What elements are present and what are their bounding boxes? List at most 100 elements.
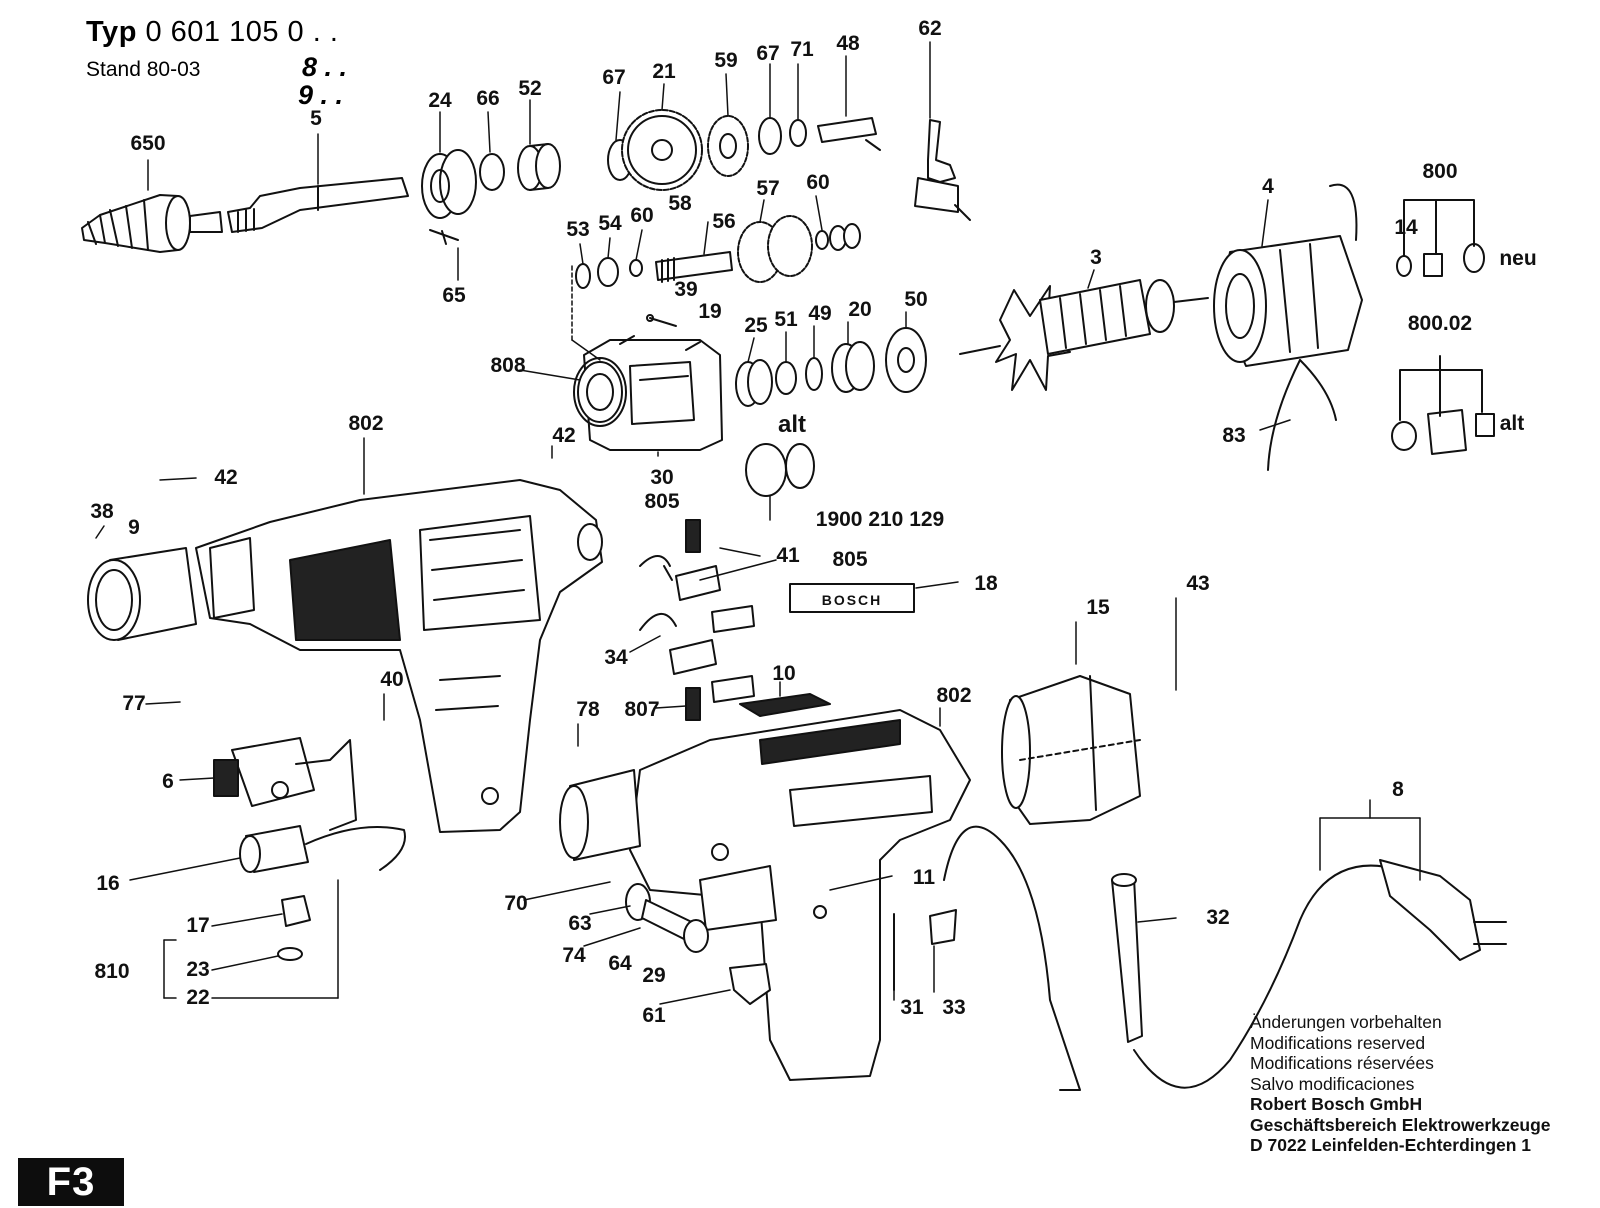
- sleeve-9: [87, 547, 197, 641]
- callout-62: 62: [918, 17, 941, 40]
- gear-59: [707, 115, 749, 177]
- callout-70: 70: [504, 892, 527, 915]
- washer-60a: [629, 259, 643, 277]
- note-german: Änderungen vorbehalten: [1250, 1012, 1442, 1032]
- callout-29: 29: [642, 964, 665, 987]
- chuck-part: [81, 194, 223, 253]
- callout-42b: 42: [214, 466, 237, 489]
- callout-57: 57: [756, 177, 779, 200]
- callout-800: 800: [1422, 160, 1457, 183]
- spindle-part: [227, 177, 459, 245]
- callout-60a: 60: [630, 204, 653, 227]
- callout-10: 10: [772, 662, 795, 685]
- callout-800.02: 800.02: [1408, 312, 1472, 335]
- typ-number: 0 601 105: [145, 16, 279, 48]
- brush-set-alt-800.02: [1391, 355, 1495, 455]
- callout-39: 39: [674, 278, 697, 301]
- washer-60b: [815, 230, 829, 250]
- callout-20: 20: [848, 298, 871, 321]
- motor-cover-15: [1001, 675, 1141, 825]
- callout-alt-right: alt: [1500, 412, 1525, 435]
- callout-38: 38: [90, 500, 114, 523]
- shaft-58-56: [655, 251, 733, 283]
- callout-alt-mid: alt: [778, 411, 806, 438]
- callout-53: 53: [566, 218, 589, 241]
- bearing-neu: [1463, 243, 1485, 273]
- callout-54: 54: [598, 212, 622, 235]
- callout-17: 17: [186, 914, 209, 937]
- callout-65: 65: [442, 284, 466, 307]
- switch-6: [213, 737, 357, 831]
- bosch-plate-text: BOSCH: [822, 592, 883, 608]
- callout-64: 64: [608, 952, 632, 975]
- company-division: Geschäftsbereich Elektrowerkzeuge: [1250, 1114, 1551, 1135]
- callout-61: 61: [642, 1004, 666, 1027]
- callout-49: 49: [808, 302, 831, 325]
- notes-block: Änderungen vorbehalten Modifications res…: [1250, 1012, 1551, 1156]
- callout-11: 11: [913, 866, 936, 889]
- company-name: Robert Bosch GmbH: [1250, 1094, 1423, 1114]
- callout-22: 22: [186, 986, 209, 1009]
- callout-31: 31: [900, 996, 924, 1019]
- plate-10: [739, 693, 831, 717]
- type-number-header: Typ 0 601 105 0 . .: [86, 16, 338, 49]
- leader-lines: [95, 41, 1421, 1005]
- callout-56: 56: [712, 210, 735, 233]
- armature-3: [959, 279, 1209, 391]
- bosch-plate-outline: [789, 583, 915, 613]
- washer-14: [1396, 255, 1412, 277]
- callout-51: 51: [774, 308, 798, 331]
- callout-3: 3: [1090, 246, 1102, 269]
- callout-1900-210-129: 1900 210 129: [816, 508, 944, 531]
- ring-alt-a: [745, 443, 787, 497]
- callout-650: 650: [130, 132, 165, 155]
- callout-48: 48: [836, 32, 860, 55]
- carbon-brush-807: [685, 687, 701, 721]
- callout-71: 71: [790, 38, 814, 61]
- callout-21: 21: [652, 60, 676, 83]
- callout-34: 34: [604, 646, 628, 669]
- callout-16: 16: [96, 872, 119, 895]
- callout-40: 40: [380, 668, 403, 691]
- cable-sleeve-32: [1111, 873, 1143, 1043]
- gear-housing-808: [573, 335, 723, 451]
- callout-807: 807: [624, 698, 659, 721]
- stand-date: Stand 80-03: [86, 58, 201, 81]
- capacitor-16: [239, 825, 406, 873]
- bearing-24: [421, 149, 477, 219]
- ring-66: [479, 153, 505, 191]
- callout-24: 24: [428, 89, 452, 112]
- callout-58: 58: [668, 192, 692, 215]
- callout-808: 808: [490, 354, 525, 377]
- circlip-71: [789, 119, 807, 147]
- callout-18: 18: [974, 572, 998, 595]
- callout-4: 4: [1262, 175, 1274, 198]
- callout-32: 32: [1206, 906, 1229, 929]
- bearing-25: [735, 359, 773, 407]
- switch-lever-62: [914, 119, 971, 221]
- callout-8: 8: [1392, 778, 1404, 801]
- callout-14: 14: [1394, 216, 1418, 239]
- callout-25: 25: [744, 314, 768, 337]
- callout-77: 77: [122, 692, 145, 715]
- callout-805b: 805: [832, 548, 867, 571]
- lead-wire: [943, 825, 1081, 1091]
- spring-34: [639, 613, 755, 703]
- callout-19: 19: [698, 300, 721, 323]
- note-french: Modifications réservées: [1250, 1053, 1434, 1073]
- callout-15: 15: [1086, 596, 1110, 619]
- callout-802a: 802: [348, 412, 383, 435]
- fan-cover-50: [885, 327, 927, 393]
- variant-8: 8 . .: [302, 52, 348, 82]
- callout-labels: 650 5 24 66 52 65 67 21 59 67 71 48 62 5…: [90, 17, 1536, 1027]
- ring-67b: [758, 117, 782, 155]
- callout-805a: 805: [644, 490, 679, 513]
- callout-5: 5: [310, 107, 322, 130]
- callout-63: 63: [568, 912, 591, 935]
- bushing-54: [597, 257, 619, 287]
- callout-74: 74: [562, 944, 586, 967]
- pin-48: [817, 117, 881, 151]
- callout-30: 30: [650, 466, 673, 489]
